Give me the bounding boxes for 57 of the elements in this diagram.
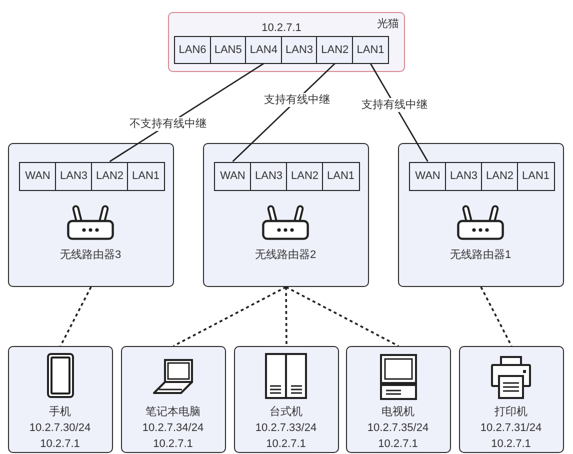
dotted-line	[285, 287, 288, 346]
device-name: 手机	[49, 405, 71, 419]
router-name: 无线路由器3	[60, 248, 122, 262]
port-cell: LAN1	[517, 162, 554, 190]
port-cell: LAN1	[322, 162, 360, 190]
connector-line	[232, 63, 336, 162]
edge-label: 支持有线中继	[262, 92, 332, 107]
port-cell: LAN1	[127, 162, 164, 190]
device-box	[346, 346, 451, 453]
router-name: 无线路由器2	[254, 248, 316, 262]
gateway-address: 10.2.7.1	[153, 437, 193, 451]
edge-label: 不支持有线中继	[128, 117, 209, 132]
port-cell: WAN	[19, 162, 56, 190]
device-name: 笔记本电脑	[146, 405, 200, 419]
port-cell: LAN1	[352, 36, 389, 64]
router-box	[398, 143, 564, 287]
gateway-address: 10.2.7.1	[40, 437, 80, 451]
port-cell: LAN2	[286, 162, 324, 190]
ip-address: 10.2.7.31/24	[480, 421, 542, 435]
port-cell: LAN5	[210, 36, 247, 64]
ip-address: 10.2.7.1	[262, 20, 302, 34]
port-cell: LAN3	[55, 162, 92, 190]
port-cell: WAN	[409, 162, 446, 190]
ip-address: 10.2.7.30/24	[29, 421, 91, 435]
router-name: 无线路由器1	[450, 248, 512, 262]
device-name: 打印机	[494, 405, 528, 419]
ip-address: 10.2.7.35/24	[367, 421, 429, 435]
device-box	[8, 346, 113, 453]
device-box	[234, 346, 339, 453]
edge-label: 支持有线中继	[360, 98, 430, 112]
port-cell: LAN2	[316, 36, 354, 64]
modem-box	[168, 12, 405, 72]
connector-line	[109, 62, 264, 162]
device-box	[121, 346, 226, 453]
device-name: 台式机	[270, 405, 302, 419]
router-box	[203, 143, 369, 287]
port-cell: LAN6	[174, 36, 211, 64]
port-cell: LAN4	[245, 36, 282, 64]
dotted-line	[60, 286, 92, 346]
device-name: 光猫	[377, 17, 399, 31]
port-cell: LAN3	[445, 162, 482, 190]
ip-address: 10.2.7.33/24	[255, 421, 317, 435]
ip-address: 10.2.7.34/24	[142, 421, 204, 435]
port-cell: LAN3	[250, 162, 288, 190]
device-box	[459, 346, 564, 453]
port-cell: LAN2	[481, 162, 518, 190]
port-cell: LAN2	[91, 162, 128, 190]
gateway-address: 10.2.7.1	[491, 437, 531, 451]
dotted-line	[173, 286, 286, 347]
dotted-line	[286, 286, 399, 347]
device-name: 电视机	[382, 405, 414, 419]
port-cell: LAN3	[280, 36, 318, 64]
port-cell: WAN	[214, 162, 252, 190]
gateway-address: 10.2.7.1	[378, 437, 418, 451]
gateway-address: 10.2.7.1	[266, 437, 306, 451]
router-box	[8, 143, 174, 287]
dotted-line	[480, 286, 512, 346]
